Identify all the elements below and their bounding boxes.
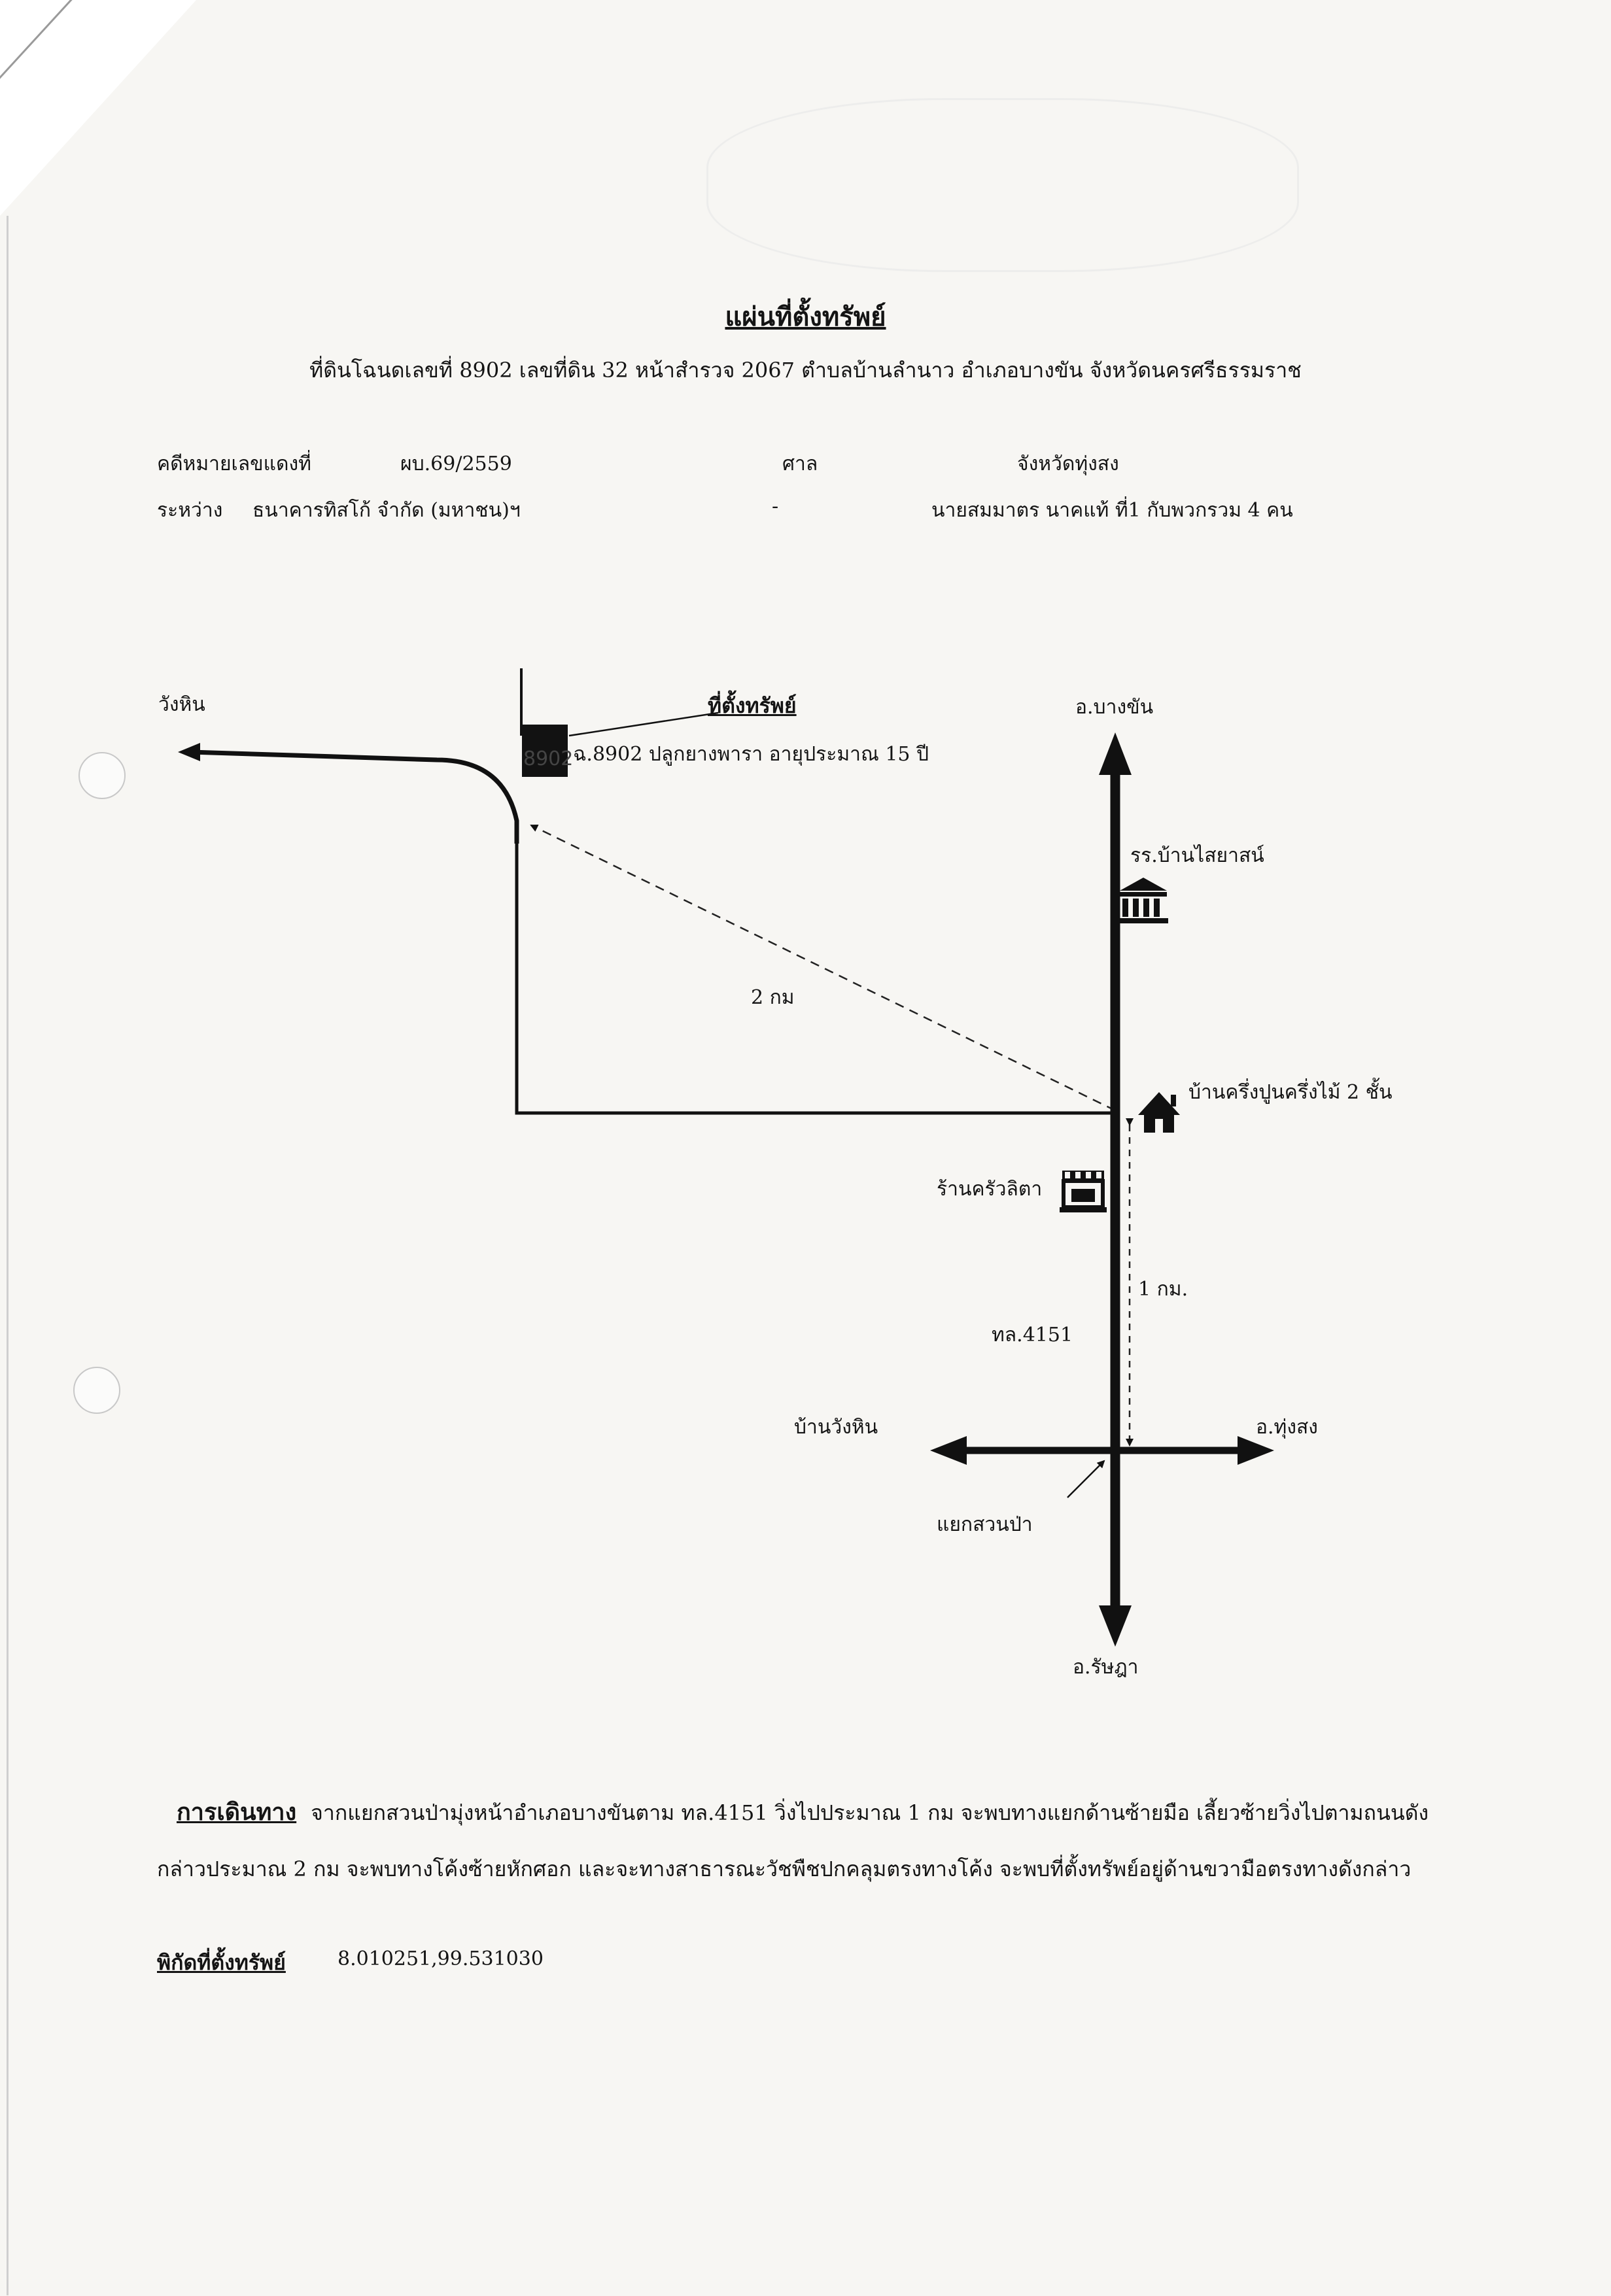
punch-hole xyxy=(78,752,126,799)
page-subtitle: ที่ดินโฉนดเลขที่ 8902 เลขที่ดิน 32 หน้าส… xyxy=(309,358,1302,383)
property-heading: ที่ตั้งทรัพย์ xyxy=(708,693,797,718)
label-road: ทล.4151 xyxy=(992,1324,1073,1346)
label-wanghin: วังหิน xyxy=(158,693,205,716)
distance-line-2km xyxy=(530,824,1116,1112)
house-icon xyxy=(1138,1092,1180,1133)
coordinates-value: 8.010251,99.531030 xyxy=(338,1947,544,1970)
label-house: บ้านครึ่งปูนครึ่งไม้ 2 ชั้น xyxy=(1188,1081,1393,1104)
label-distance-2km: 2 กม xyxy=(751,986,795,1009)
property-pointer xyxy=(568,711,719,737)
arrow-head-east xyxy=(1238,1436,1274,1465)
court-name: จังหวัดทุ่งสง xyxy=(1017,453,1119,475)
school-icon xyxy=(1118,878,1168,923)
label-ratchada: อ.รัษฎา xyxy=(1073,1656,1139,1679)
case-number: ผบ.69/2559 xyxy=(400,453,512,475)
arrow-head-west xyxy=(178,743,200,761)
show-through-seal xyxy=(706,98,1299,272)
directions-text: จากแยกสวนป่ามุ่งหน้าอำเภอบางขันตาม ทล.41… xyxy=(157,1800,1429,1881)
paper-edge xyxy=(7,216,9,2295)
court-label: ศาล xyxy=(782,453,818,475)
folded-corner xyxy=(0,0,196,216)
label-thungsong: อ.ทุ่งสง xyxy=(1256,1416,1318,1439)
label-ban-wanghin: บ้านวังหิน xyxy=(794,1416,878,1439)
arrow-head-west-junction xyxy=(930,1436,967,1465)
page-title: แผ่นที่ตั้งทรัพย์ xyxy=(725,301,886,332)
property-parcel xyxy=(522,725,568,777)
defendant-name: นายสมมาตร นาคแท้ ที่1 กับพวกรวม 4 คน xyxy=(931,499,1293,522)
party-separator: - xyxy=(772,495,779,518)
label-distance-1km: 1 กม. xyxy=(1138,1278,1188,1301)
between-label: ระหว่าง xyxy=(157,499,223,522)
label-shop: ร้านครัวลิตา xyxy=(937,1178,1043,1201)
plaintiff-name: ธนาคารทิสโก้ จำกัด (มหาชน)ฯ xyxy=(252,499,521,522)
punch-hole xyxy=(73,1367,120,1414)
property-marker: 8902 xyxy=(523,747,573,770)
junction-pointer xyxy=(1067,1460,1105,1498)
arrow-head-north xyxy=(1099,732,1132,775)
shop-icon xyxy=(1060,1171,1107,1212)
coordinates-label: พิกัดที่ตั้งทรัพย์ xyxy=(157,1950,286,1975)
label-junction: แยกสวนป่า xyxy=(937,1513,1033,1536)
directions-paragraph: การเดินทางจากแยกสวนป่ามุ่งหน้าอำเภอบางขั… xyxy=(157,1784,1439,1897)
arrow-head-south xyxy=(1099,1605,1132,1647)
side-road xyxy=(515,821,1115,1115)
label-school: รร.บ้านไสยาสน์ xyxy=(1130,844,1264,867)
property-description: ฉ.8902 ปลูกยางพารา อายุประมาณ 15 ปี xyxy=(573,743,929,766)
directions-label: การเดินทาง xyxy=(177,1798,297,1826)
road-to-wanghin xyxy=(190,749,519,844)
case-label: คดีหมายเลขแดงที่ xyxy=(157,453,311,475)
label-bangkhan: อ.บางขัน xyxy=(1075,696,1154,719)
